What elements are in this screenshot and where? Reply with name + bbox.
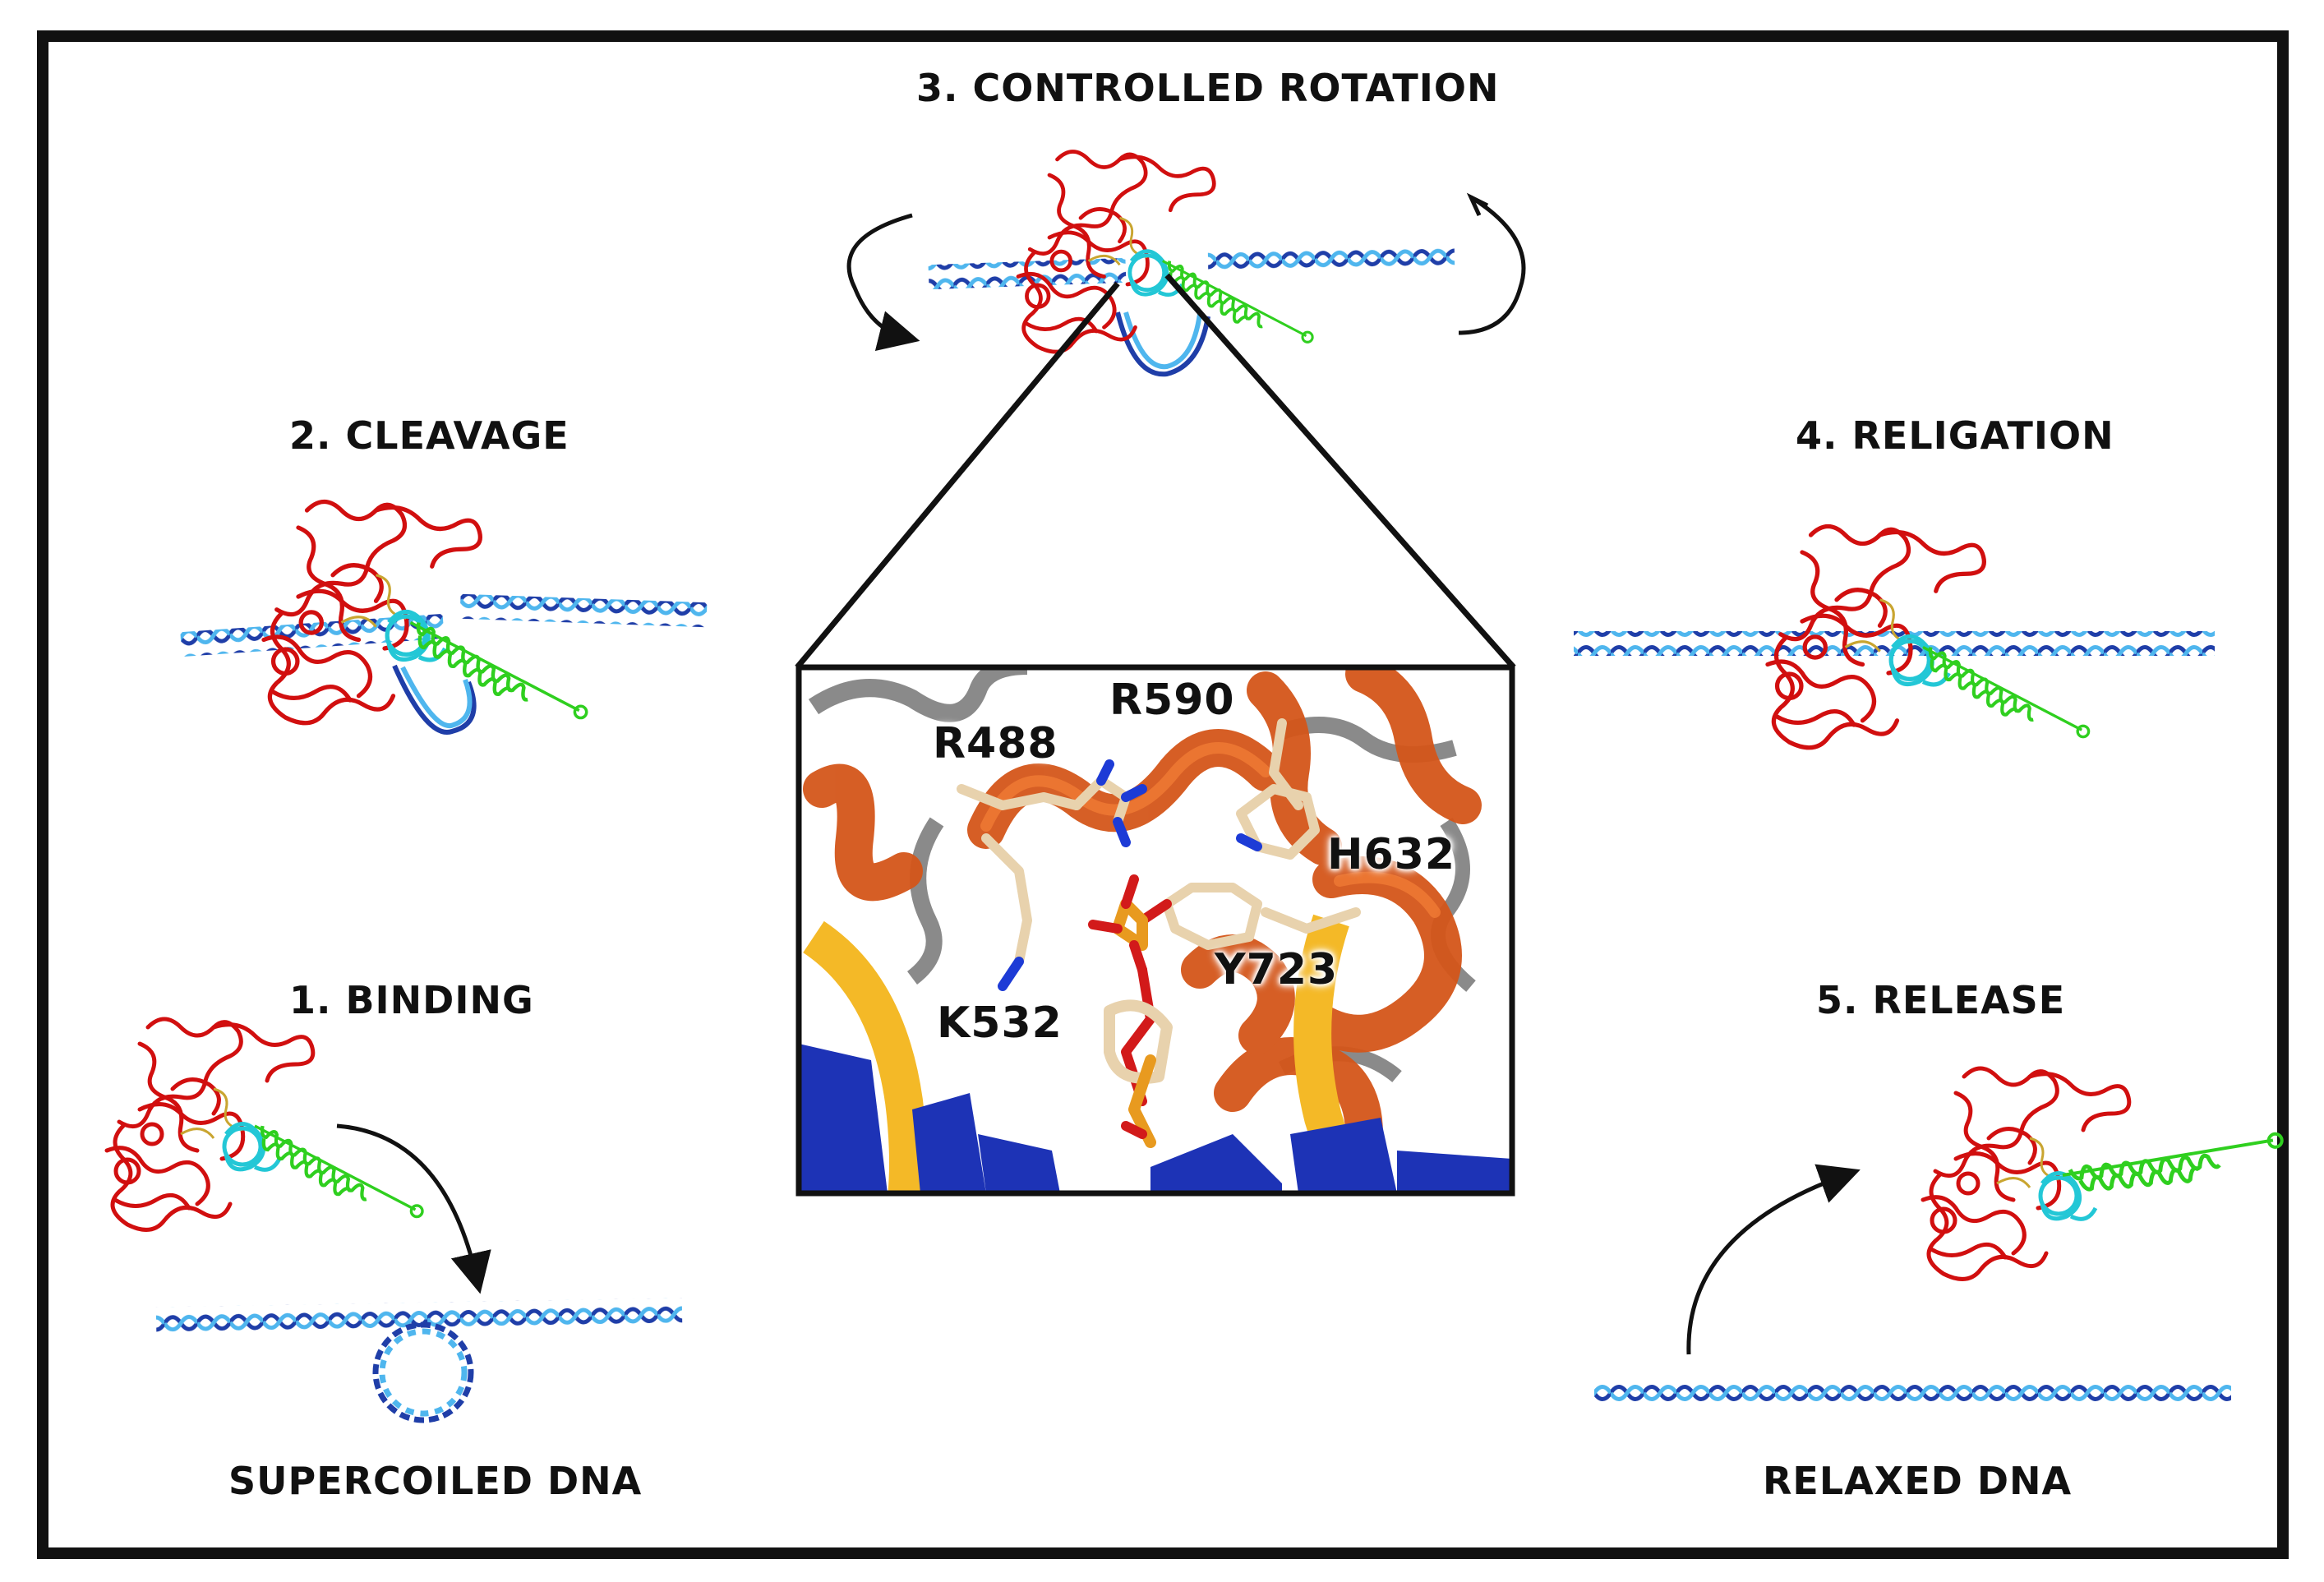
rotation-arrow-left	[846, 213, 920, 351]
cleavage-dna	[180, 593, 708, 735]
stage-label-binding: 1. BINDING	[289, 978, 534, 1022]
residue-label-k532: K532	[937, 999, 1063, 1048]
stage-label-religation: 4. RELIGATION	[1796, 413, 2114, 458]
binding-arrow	[336, 1123, 491, 1294]
supercoiled-dna	[155, 1298, 683, 1423]
supercoiled-dna-label: SUPERCOILED DNA	[228, 1459, 643, 1503]
relaxed-dna	[1594, 1381, 2231, 1405]
inset-frame	[795, 664, 1515, 1197]
stage-label-release: 5. RELEASE	[1816, 978, 2066, 1022]
rotation-arrow-right	[1458, 195, 1526, 335]
zoom-line-right	[1164, 273, 1516, 670]
active-site-inset	[795, 664, 1515, 1197]
release-arrow	[1686, 1164, 1861, 1355]
rotation-dna	[928, 244, 1455, 377]
relaxed-dna-label: RELAXED DNA	[1763, 1459, 2073, 1503]
stage-label-rotation: 3. CONTROLLED ROTATION	[916, 66, 1500, 110]
residue-label-r590: R590	[1109, 676, 1235, 725]
residue-label-r488: R488	[933, 719, 1058, 768]
zoom-line-left	[795, 281, 1120, 670]
residue-label-h632: H632	[1327, 830, 1456, 879]
stage-label-cleavage: 2. CLEAVAGE	[289, 413, 569, 458]
residue-label-y723: Y723	[1215, 945, 1339, 994]
